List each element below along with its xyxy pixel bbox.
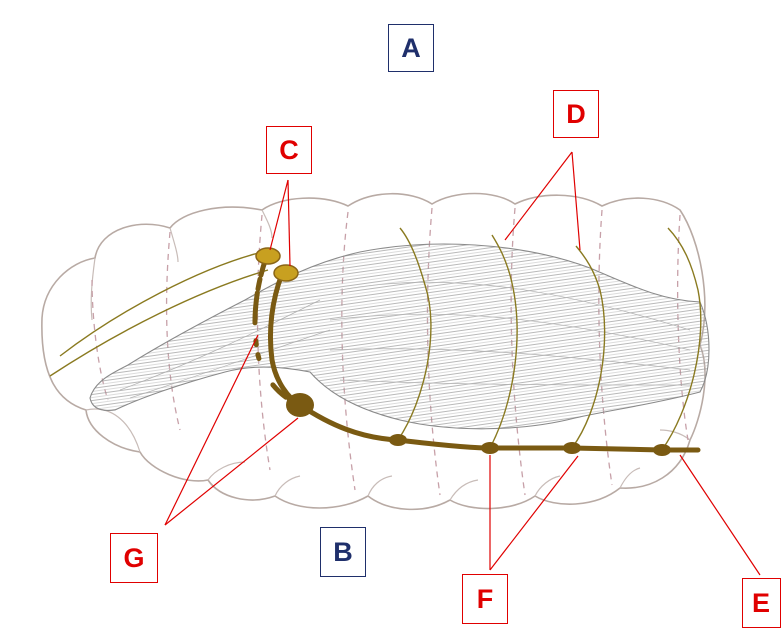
leader-e [680,455,760,575]
segmental-ganglion-2 [481,442,499,454]
segmental-ganglion-1 [389,434,407,446]
label-d: D [553,90,599,138]
subpharyngeal-ganglion [286,393,314,417]
cerebral-ganglion-lower [274,265,298,281]
cerebral-ganglion-upper [256,248,280,264]
segmental-ganglion-3 [563,442,581,454]
label-c: C [266,126,312,174]
label-f: F [462,574,508,624]
label-g: G [110,533,158,583]
label-a: A [388,24,434,72]
label-b: B [320,527,366,577]
label-e: E [742,578,781,628]
segmental-ganglion-4 [653,444,671,456]
